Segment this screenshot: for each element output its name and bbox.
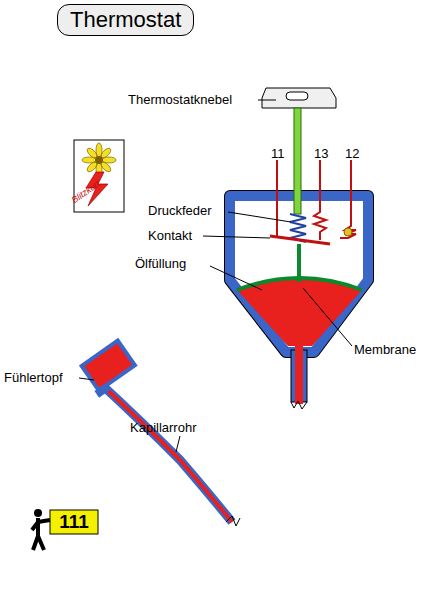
part-label: Ölfüllung	[135, 257, 186, 271]
part-label: Thermostatknebel	[128, 93, 232, 107]
part-label: Druckfeder	[148, 204, 212, 218]
capillary-oil	[102, 385, 232, 522]
housing	[230, 196, 368, 352]
tube-break	[226, 516, 240, 526]
pipe-break	[291, 401, 307, 409]
pipe-oil	[295, 346, 303, 404]
terminal-number: 13	[314, 147, 328, 161]
knob-slot	[286, 92, 308, 100]
shaft	[294, 108, 301, 214]
title-box: Thermostat	[57, 4, 194, 36]
part-label: Membrane	[354, 343, 416, 357]
part-label: Fühlertopf	[4, 371, 63, 385]
part-label: Kontakt	[148, 229, 192, 243]
membrane-stem	[297, 244, 301, 282]
callout-number: 111	[59, 512, 89, 533]
wire-12	[340, 160, 356, 238]
capillary-tube	[102, 385, 232, 522]
terminal-number: 12	[345, 147, 359, 161]
oil-fill	[237, 278, 362, 346]
title: Thermostat	[70, 7, 181, 32]
housing-outline	[230, 196, 368, 352]
sensor-pot	[78, 341, 138, 398]
knob	[262, 88, 336, 108]
terminal-number: 11	[271, 147, 285, 161]
pointing-man	[32, 509, 98, 550]
bimetal-coil	[344, 228, 352, 236]
wire-11	[276, 160, 278, 236]
wire-13	[314, 160, 326, 240]
part-label: Kapillarrohr	[130, 421, 196, 435]
